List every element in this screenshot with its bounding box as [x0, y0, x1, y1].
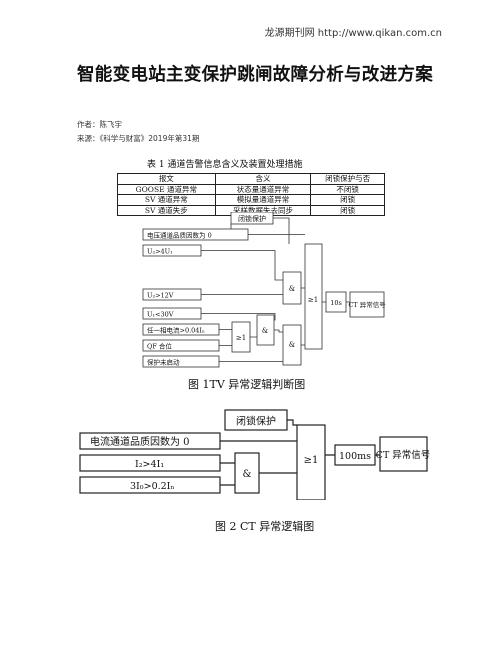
fig1-and-label-1: &	[289, 285, 295, 293]
fig1-and-label-3: &	[289, 341, 295, 349]
fig2-or-gate	[296, 424, 326, 500]
table-row: GOOSE 通道异常 状态量通道异常 不闭锁	[117, 183, 385, 195]
figure2-caption: 图 2 CT 异常逻辑图	[215, 520, 315, 533]
fig1-input-7: 保护未启动	[147, 358, 180, 367]
article-source: 来源：《科学与财富》2019年第31期	[77, 134, 200, 143]
fig1-output-label: CT 异常信号	[348, 300, 386, 309]
article-author: 作者：陈飞宇	[77, 120, 122, 129]
article-title: 智能变电站主变保护跳闸故障分析与改进方案	[77, 65, 433, 85]
fig2-output-box	[379, 436, 428, 472]
fig2-block-label: 闭锁保护	[236, 415, 276, 428]
ct-logic-diagram: 闭锁保护 电流通道品质因数为 0 I₂>4I₁ 3I₀>0.2Iₙ & ≥1 1…	[79, 409, 430, 500]
fig1-input-4: U₁<30V	[147, 311, 174, 319]
table-cell: 闭锁	[310, 204, 385, 216]
fig1-or-label-1: ≥1	[236, 334, 246, 342]
fig1-or-gate-main	[304, 243, 323, 350]
table-header-cell: 含义	[214, 173, 312, 185]
fig1-delay-label: 10s	[330, 299, 342, 307]
fig1-input-5: 任一相电流>0.04Iₙ	[147, 326, 205, 335]
table-row: SV 通道异常 模拟量通道异常 闭锁	[117, 194, 385, 206]
table-cell: SV 通道异常	[117, 194, 216, 206]
fig1-output-box	[349, 291, 385, 318]
fig2-input-3: 3I₀>0.2Iₙ	[130, 481, 175, 492]
fig2-input-1: 电流通道品质因数为 0	[90, 435, 190, 448]
fig2-delay-label: 100ms	[339, 451, 371, 462]
fig2-or-label: ≥1	[304, 455, 319, 466]
table-cell: 模拟量通道异常	[214, 194, 312, 206]
fig2-input-2: I₂>4I₁	[135, 459, 164, 470]
table-cell: 闭锁	[310, 194, 385, 206]
header-source[interactable]: 龙源期刊网 http://www.qikan.com.cn	[264, 28, 442, 39]
table-row: SV 通道失步 采样数据失去同步 闭锁	[117, 204, 385, 216]
table-header-cell: 闭锁保护与否	[310, 173, 385, 185]
fig1-or-label-main: ≥1	[308, 296, 318, 304]
fig1-input-2: U₂>4U₁	[147, 248, 173, 256]
info-table: 报文 含义 闭锁保护与否 GOOSE 通道异常 状态量通道异常 不闭锁 SV 通…	[117, 173, 385, 216]
table-cell: 不闭锁	[310, 183, 385, 195]
table-cell: 状态量通道异常	[214, 183, 312, 195]
fig1-block-label: 闭锁保护	[238, 214, 266, 223]
fig1-input-1: 电压通道品质因数为 0	[147, 231, 212, 240]
table-caption: 表 1 通道告警信息含义及装置处理措施	[147, 160, 303, 170]
fig2-and-label: &	[243, 469, 252, 480]
fig1-input-3: U₂>12V	[147, 292, 174, 300]
fig2-output-label: CT 异常信号	[376, 449, 430, 461]
fig1-input-6: QF 合位	[147, 342, 172, 351]
tv-logic-diagram: 闭锁保护 电压通道品质因数为 0 U₂>4U₁ U₂>12V U₁<30V 任一…	[142, 212, 386, 368]
fig1-and-label-2: &	[262, 327, 268, 335]
table-header-cell: 报文	[117, 173, 216, 185]
table-header-row: 报文 含义 闭锁保护与否	[117, 173, 385, 185]
table-cell: GOOSE 通道异常	[117, 183, 216, 195]
figure1-caption: 图 1TV 异常逻辑判断图	[188, 378, 306, 391]
